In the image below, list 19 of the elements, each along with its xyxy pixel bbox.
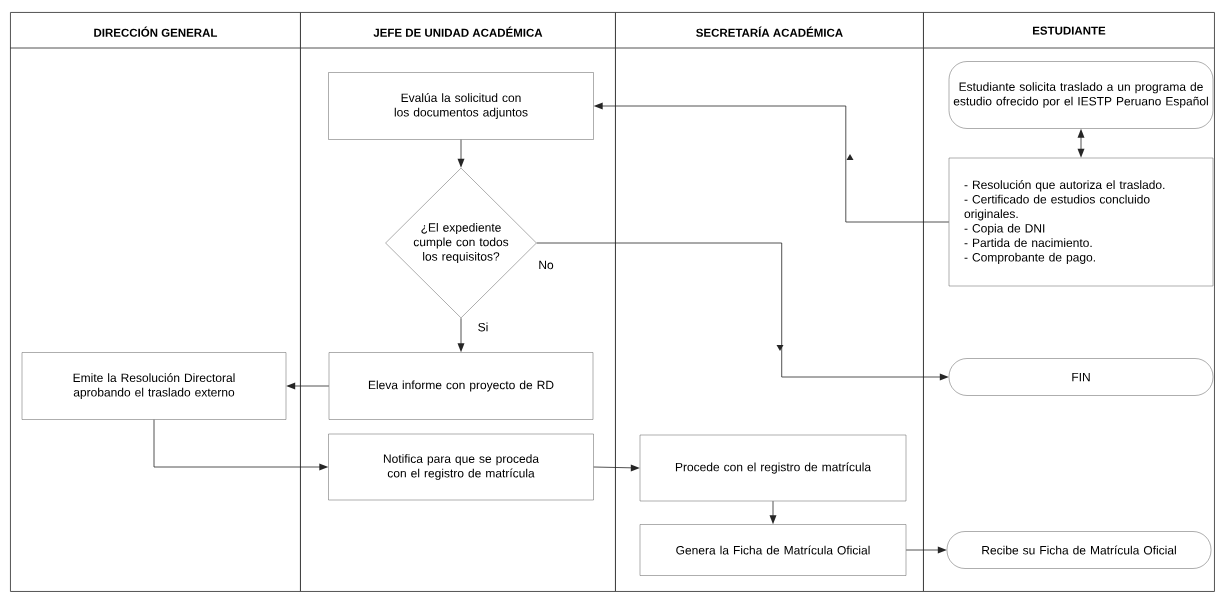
- process-box: Procede con el registro de matrícula: [639, 434, 907, 502]
- edge-label: No: [537, 259, 555, 271]
- process-box: Eleva informe con proyecto de RD: [328, 352, 594, 420]
- arrow: [153, 419, 329, 471]
- arrow: [286, 382, 330, 390]
- arrow: [769, 500, 777, 525]
- process-box: Emite la Resolución Directoral aprobando el traslado externo: [21, 352, 287, 420]
- arrow: [593, 464, 640, 472]
- process-box: Evalúa la solicitud con los documentos adjuntos: [328, 72, 594, 140]
- process-box: Genera la Ficha de Matrícula Oficial: [639, 524, 907, 576]
- edge-label: Si: [476, 321, 490, 333]
- process-box: Notifica para que se proceda con el registro de matrícula: [328, 433, 594, 501]
- arrow: [1077, 128, 1085, 158]
- arrow: [457, 139, 465, 168]
- arrow: [593, 102, 950, 223]
- arrow: [457, 317, 465, 353]
- requirements-box: - Resolución que autoriza el traslado. - Certificado de estudios concluido originales. - Copia de DNI - Partida de nacimiento. - Comprobante de pago.: [948, 157, 1214, 287]
- arrow: [536, 242, 949, 381]
- arrow: [905, 546, 947, 554]
